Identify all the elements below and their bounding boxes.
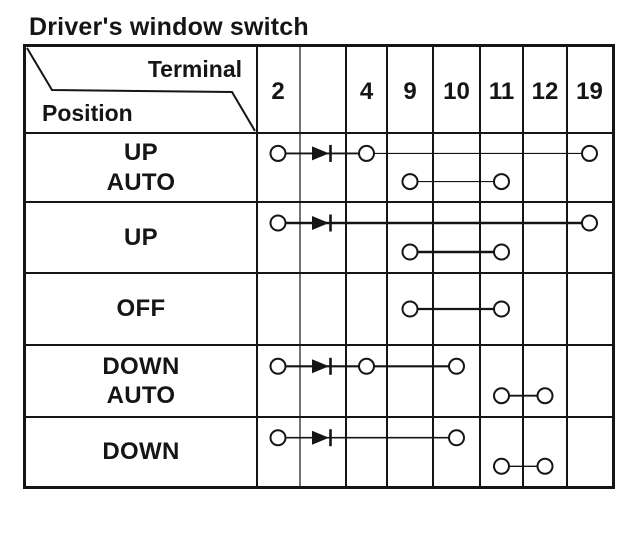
diode-icon bbox=[312, 216, 329, 231]
position-label-line: UP bbox=[124, 139, 158, 167]
position-label-line: DOWN bbox=[102, 438, 180, 466]
position-label-line: AUTO bbox=[106, 168, 176, 196]
diagonal-divider bbox=[26, 47, 256, 132]
terminal-contact-12 bbox=[536, 457, 554, 475]
position-label: UP bbox=[26, 203, 256, 272]
terminal-number-9: 9 bbox=[403, 77, 417, 105]
switch-row-down: DOWN bbox=[26, 416, 612, 486]
terminal-contact-19 bbox=[581, 214, 598, 232]
terminal-number-10: 10 bbox=[443, 77, 470, 105]
position-label: OFF bbox=[26, 274, 256, 344]
connection-diagram bbox=[256, 418, 612, 486]
terminal-contact-2 bbox=[269, 357, 287, 375]
position-label-line: OFF bbox=[116, 295, 166, 323]
position-header-label: Position bbox=[42, 100, 133, 126]
terminal-number-12: 12 bbox=[531, 77, 559, 105]
terminal-contact-9 bbox=[401, 300, 419, 318]
terminal-contact-9 bbox=[401, 243, 419, 261]
connection-diagram bbox=[256, 274, 612, 344]
terminal-contact-4 bbox=[358, 357, 375, 375]
terminal-contact-10 bbox=[448, 357, 465, 375]
switch-row-off: OFF bbox=[26, 272, 612, 344]
corner-cell: Terminal Position bbox=[26, 47, 256, 132]
diode-icon bbox=[312, 146, 329, 161]
page-title: Driver's window switch bbox=[29, 13, 309, 41]
terminal-contact-10 bbox=[448, 429, 465, 447]
terminal-contact-11 bbox=[493, 173, 510, 191]
terminal-contact-19 bbox=[581, 144, 598, 162]
terminal-contact-4 bbox=[358, 144, 375, 162]
terminal-contact-11 bbox=[493, 457, 510, 475]
table-header-row: Terminal Position 2 4 9 10 11 12 19 bbox=[26, 47, 612, 132]
terminal-contact-11 bbox=[493, 300, 510, 318]
terminal-contact-9 bbox=[401, 173, 419, 191]
position-label-line: AUTO bbox=[106, 382, 176, 409]
terminal-header-label: Terminal bbox=[147, 56, 242, 82]
terminal-contact-2 bbox=[269, 214, 287, 232]
position-label: DOWN bbox=[26, 418, 256, 486]
switch-row-up: UP bbox=[26, 201, 612, 272]
terminal-number-19: 19 bbox=[576, 77, 603, 105]
connection-diagram bbox=[256, 203, 612, 272]
terminal-numbers-area: 2 4 9 10 11 12 19 bbox=[256, 47, 612, 132]
position-label-line: DOWN bbox=[102, 352, 180, 380]
terminal-contact-11 bbox=[493, 387, 510, 405]
terminal-contact-11 bbox=[493, 243, 510, 261]
terminal-contact-12 bbox=[536, 387, 554, 405]
connection-diagram bbox=[256, 134, 612, 201]
terminal-contact-2 bbox=[269, 144, 287, 162]
connection-diagram bbox=[256, 346, 612, 416]
terminal-number-11: 11 bbox=[488, 77, 515, 105]
terminal-number-2: 2 bbox=[271, 77, 285, 105]
terminal-contact-2 bbox=[269, 429, 287, 447]
terminal-number-4: 4 bbox=[359, 77, 374, 105]
diode-icon bbox=[312, 430, 329, 445]
position-label-line: UP bbox=[124, 223, 158, 251]
diode-icon bbox=[312, 359, 329, 374]
